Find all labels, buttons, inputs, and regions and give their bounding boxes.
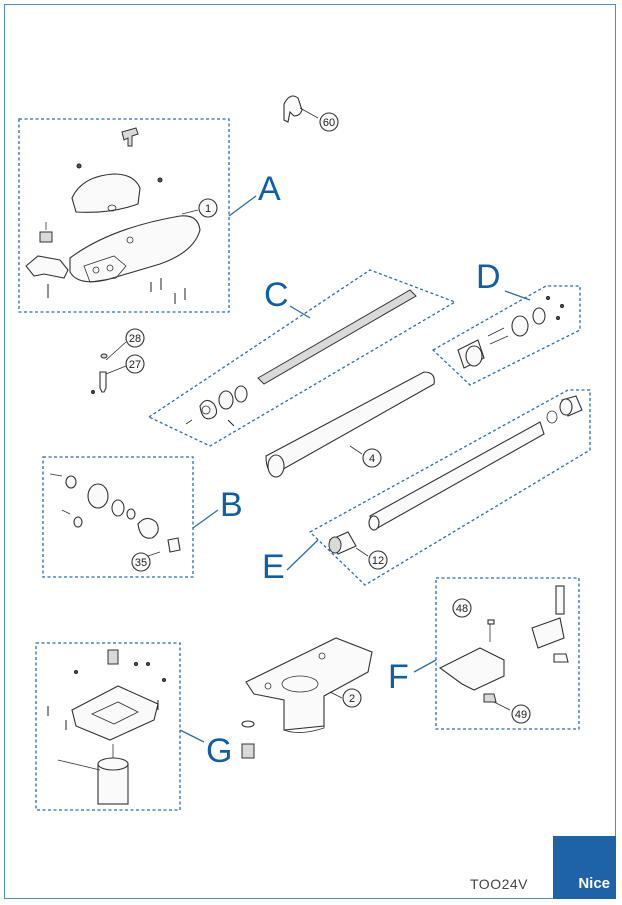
callout-49: 49 (511, 704, 531, 724)
callout-12: 12 (368, 550, 388, 570)
group-g-leader (179, 729, 205, 743)
group-label-c: C (264, 276, 289, 314)
svg-text:12: 12 (372, 555, 384, 567)
group-c-parts (185, 289, 417, 427)
callout-4: 4 (362, 448, 382, 468)
group-g-parts (47, 649, 166, 805)
part-2-base-housing (245, 637, 373, 733)
group-a-box (18, 118, 230, 313)
svg-text:60: 60 (323, 117, 335, 129)
svg-text:49: 49 (515, 709, 527, 721)
group-d-leader (504, 290, 531, 301)
callout-60: 60 (319, 112, 339, 132)
group-label-a: A (258, 170, 281, 208)
svg-text:27: 27 (129, 359, 141, 371)
document-code: TOO24V (470, 876, 528, 892)
group-d-box (431, 285, 581, 386)
group-b-leader (192, 509, 219, 529)
group-label-f: F (388, 658, 409, 696)
group-e-box (308, 389, 591, 586)
part-nut-washer (241, 720, 255, 759)
group-f-box (435, 577, 580, 730)
group-label-g: G (206, 732, 232, 770)
callout-27: 27 (125, 354, 145, 374)
callout-35: 35 (131, 552, 151, 572)
svg-text:35: 35 (135, 557, 147, 569)
group-label-d: D (476, 258, 501, 296)
group-f-parts (438, 585, 569, 711)
svg-text:48: 48 (456, 603, 468, 615)
callout-28: 28 (125, 328, 145, 348)
group-f-leader (413, 659, 437, 673)
group-a-leader (228, 195, 257, 217)
callout-1: 1 (198, 198, 218, 218)
part-27-28-screw (91, 341, 127, 394)
brand-logo-text: Nice (578, 875, 610, 892)
page-frame (4, 4, 616, 899)
svg-text:2: 2 (349, 693, 355, 705)
group-g-box (35, 642, 181, 811)
group-d-parts (457, 296, 564, 369)
brand-logo: Nice (553, 836, 616, 899)
group-e-leader (286, 539, 319, 571)
callout-2: 2 (342, 688, 362, 708)
callout-48: 48 (452, 598, 472, 618)
svg-text:4: 4 (369, 453, 375, 465)
svg-text:1: 1 (205, 203, 211, 215)
svg-text:28: 28 (129, 333, 141, 345)
group-a-parts (25, 127, 201, 304)
group-label-b: B (220, 486, 243, 524)
group-c-box (147, 269, 457, 447)
group-b-box (42, 456, 194, 578)
group-c-leader (289, 305, 311, 319)
group-b-parts (49, 473, 181, 557)
group-label-e: E (262, 548, 285, 586)
part-60-release-key (283, 95, 319, 123)
group-e-parts (328, 395, 583, 557)
part-4-tube (265, 371, 435, 478)
